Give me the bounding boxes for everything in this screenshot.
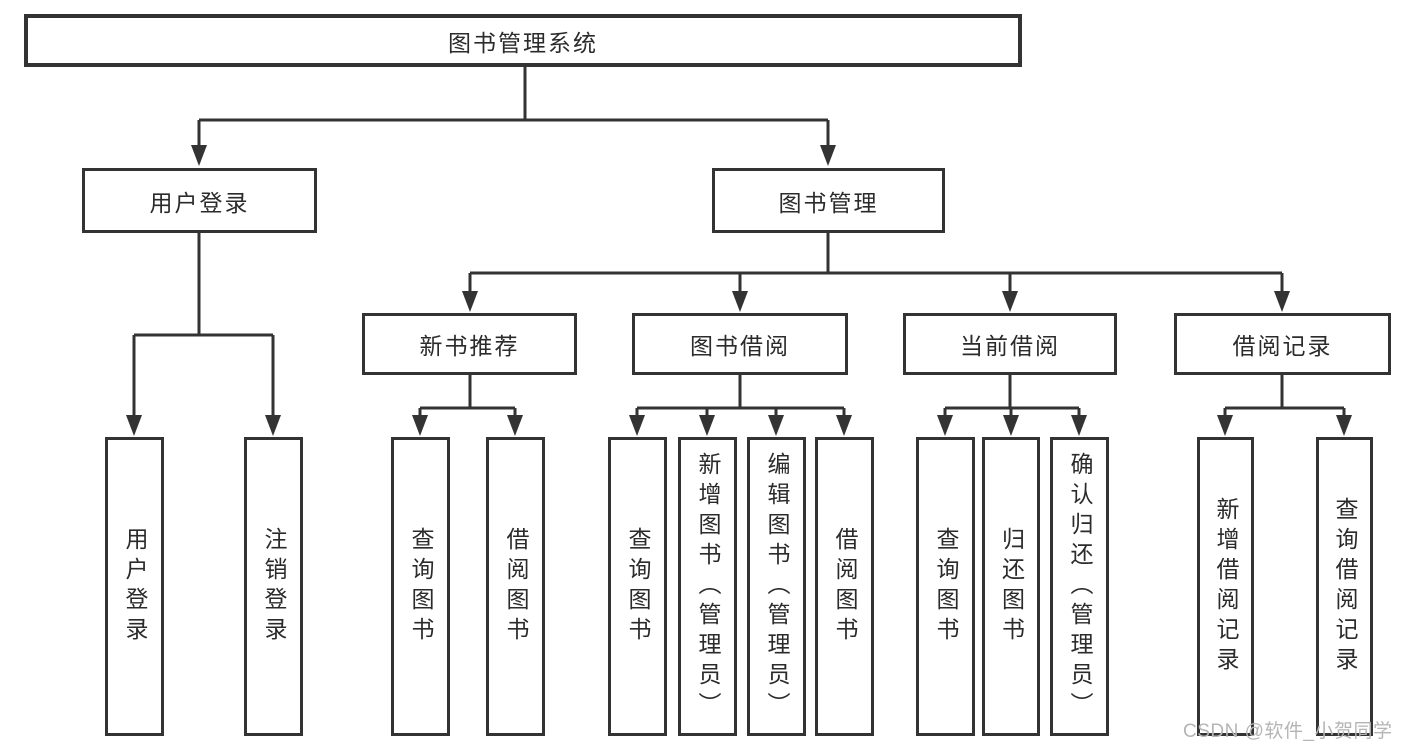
leaf-borrow-books: 借阅图书	[815, 437, 874, 736]
node-label: 查询图书	[625, 526, 651, 647]
leaf-edit-book-admin: 编辑图书（管理员）	[747, 437, 806, 736]
node-label: 用户登录	[149, 189, 250, 216]
leaf-return-book: 归还图书	[982, 437, 1040, 736]
node-label: 借阅记录	[1232, 333, 1333, 359]
node-user-login: 用户登录	[82, 168, 317, 233]
arrowhead	[768, 415, 784, 436]
leaf-query-books-current: 查询图书	[916, 437, 975, 736]
arrowhead	[191, 145, 207, 166]
csdn-watermark: CSDN @软件_小贺同学	[1183, 721, 1393, 742]
arrowhead	[1002, 291, 1018, 312]
node-label: 编辑图书（管理员）	[764, 451, 790, 722]
node-label: 归还图书	[998, 526, 1025, 647]
leaf-confirm-return-admin: 确认归还（管理员）	[1050, 437, 1109, 736]
node-current-borrow: 当前借阅	[903, 313, 1117, 375]
node-label: 注销登录	[261, 526, 287, 647]
leaf-borrow-books-recommend: 借阅图书	[486, 437, 545, 736]
node-label: 借阅图书	[832, 526, 858, 647]
node-label: 当前借阅	[960, 333, 1060, 359]
node-label: 新增借阅记录	[1213, 496, 1239, 677]
node-label: 图书管理系统	[448, 29, 598, 56]
leaf-query-books-recommend: 查询图书	[391, 437, 450, 736]
arrowhead	[820, 145, 836, 166]
arrowhead	[1071, 415, 1087, 436]
leaf-logout: 注销登录	[244, 437, 303, 736]
arrowhead	[412, 415, 428, 436]
arrowhead	[699, 415, 715, 436]
node-book-management: 图书管理	[712, 168, 945, 233]
node-label: 用户登录	[122, 526, 148, 647]
arrowhead	[265, 415, 281, 436]
arrowhead	[507, 415, 523, 436]
arrowhead	[836, 415, 852, 436]
node-label: 查询图书	[408, 526, 434, 647]
arrowhead	[126, 415, 142, 436]
arrowhead	[732, 291, 748, 312]
node-label: 新书推荐	[419, 333, 520, 359]
node-label: 查询借阅记录	[1332, 496, 1358, 677]
node-library-management-system: 图书管理系统	[24, 14, 1022, 67]
node-label: 图书管理	[778, 189, 879, 216]
connector-paths	[132, 67, 1346, 420]
leaf-query-borrow-record: 查询借阅记录	[1316, 437, 1373, 736]
node-label: 借阅图书	[503, 526, 529, 647]
arrowhead	[462, 291, 478, 312]
leaf-add-borrow-record: 新增借阅记录	[1197, 437, 1254, 736]
leaf-user-login: 用户登录	[105, 437, 164, 736]
arrowhead	[1217, 415, 1233, 436]
arrowhead	[1336, 415, 1352, 436]
arrowhead	[629, 415, 645, 436]
node-label: 查询图书	[933, 526, 959, 647]
node-new-book-recommend: 新书推荐	[362, 313, 577, 375]
node-book-borrow: 图书借阅	[632, 313, 848, 375]
leaf-query-books-borrow: 查询图书	[608, 437, 667, 736]
node-label: 新增图书（管理员）	[695, 451, 721, 722]
node-borrow-records: 借阅记录	[1174, 313, 1391, 375]
node-label: 确认归还（管理员）	[1067, 451, 1093, 722]
arrowhead	[1274, 291, 1290, 312]
leaf-add-book-admin: 新增图书（管理员）	[678, 437, 737, 736]
arrowhead	[1003, 415, 1019, 436]
arrowhead	[937, 415, 953, 436]
node-label: 图书借阅	[690, 333, 790, 359]
